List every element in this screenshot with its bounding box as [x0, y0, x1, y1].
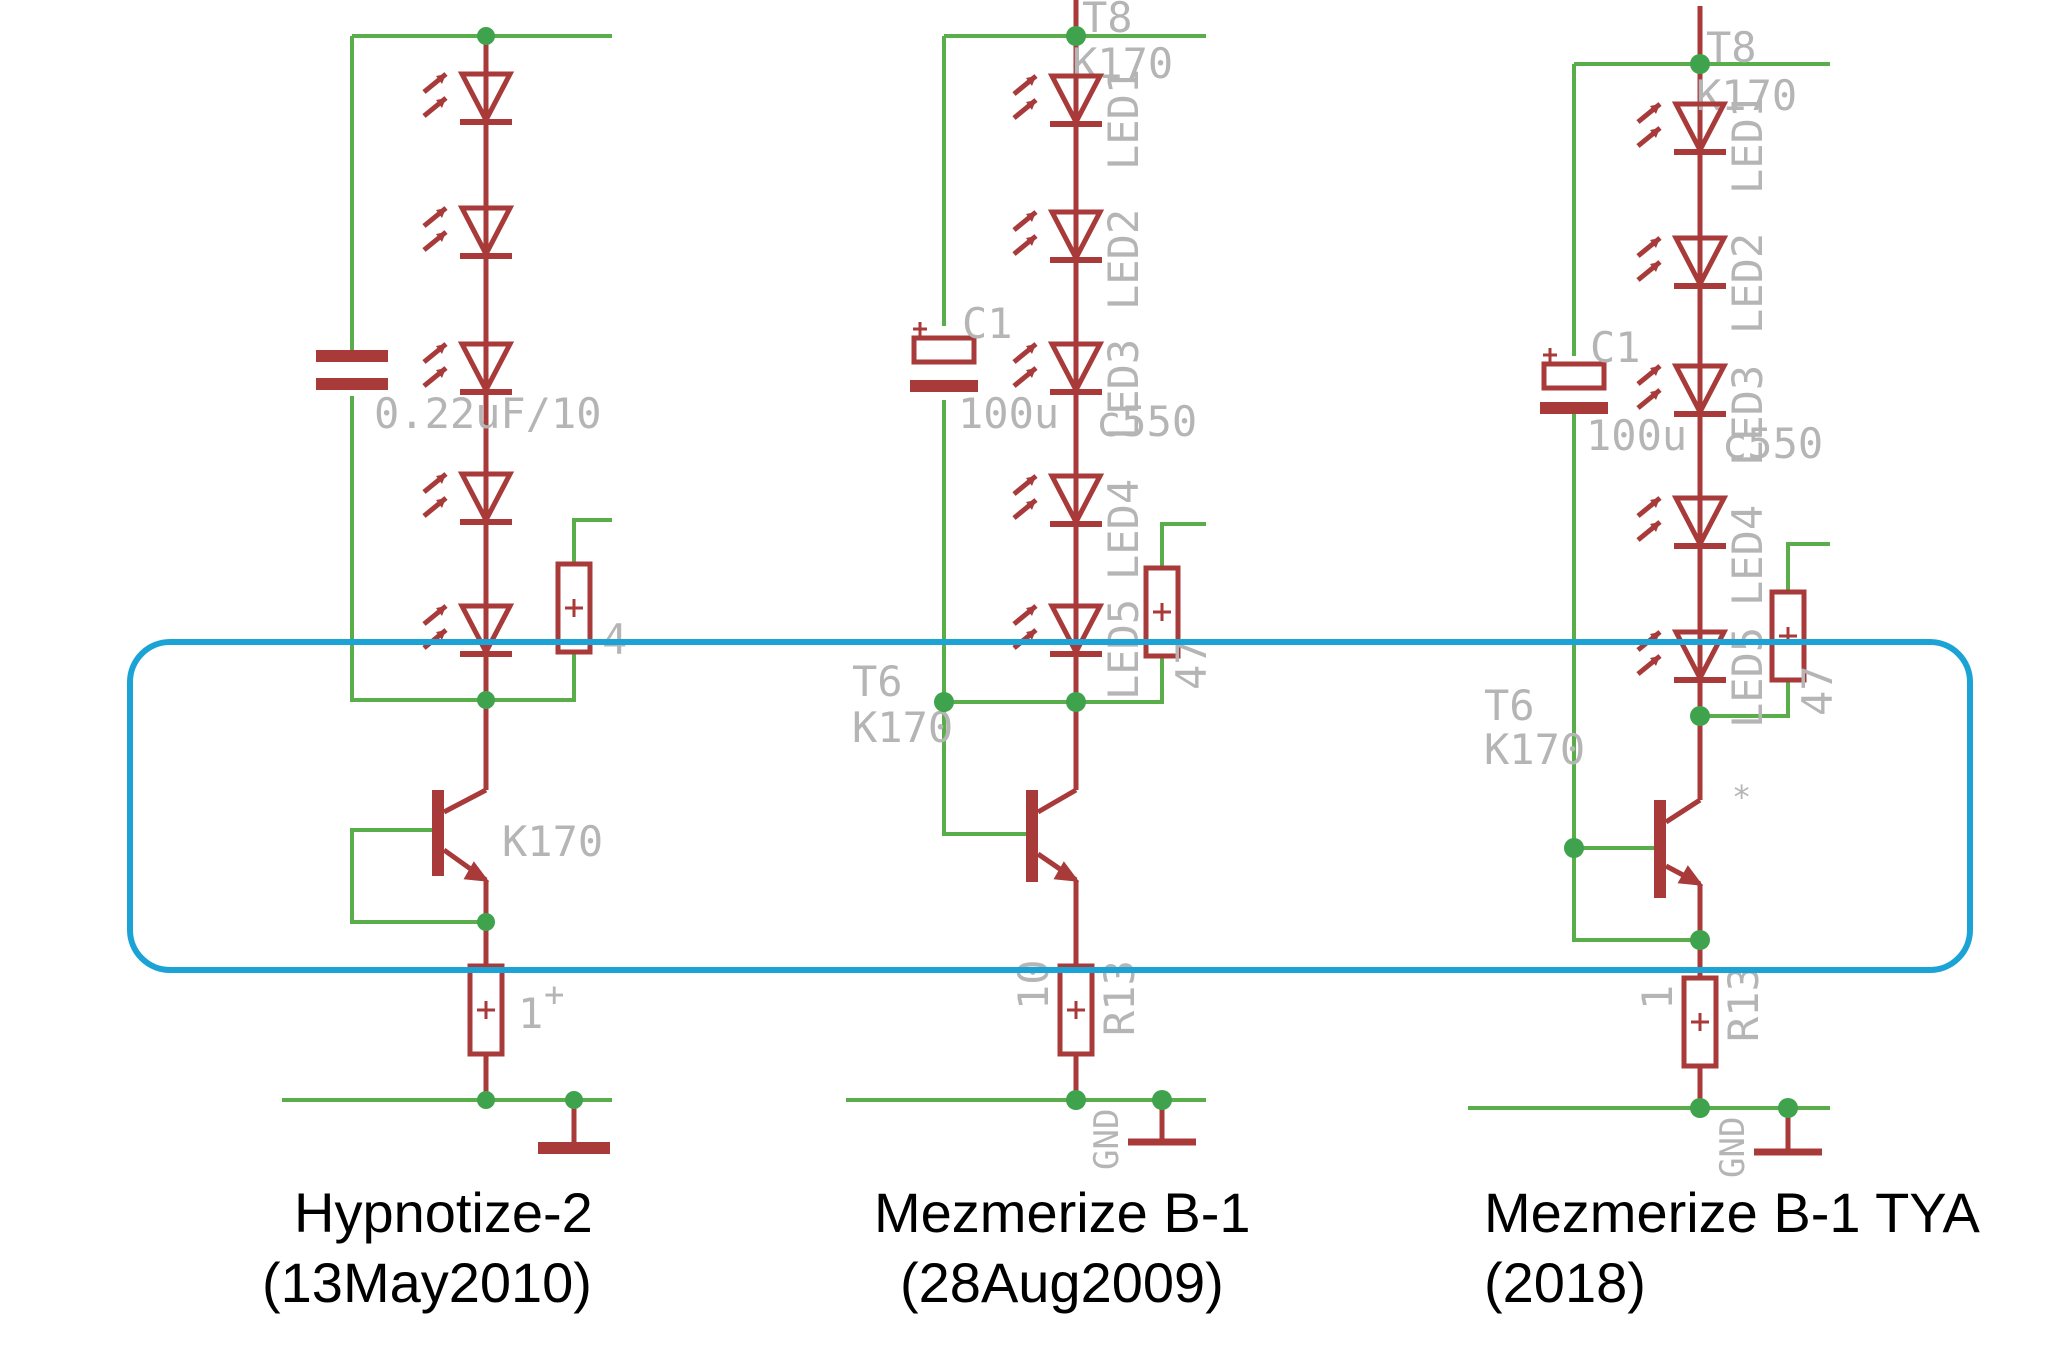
led-label-1: LED1: [1099, 69, 1148, 170]
led-2: [1638, 238, 1726, 286]
source-resistor: [1684, 978, 1716, 1066]
node-label-b: K170: [852, 703, 953, 752]
schematic-hypnotize-2: 0.22uF/10 4 K170 1 +: [282, 27, 627, 1154]
led-2: [1014, 212, 1102, 260]
schematic-mezmerize-b-1-tya: C1 100u T8 K170 LED1 LED2 LED3 LED4 LED5…: [1468, 6, 1842, 1178]
capacitor: [316, 350, 388, 390]
ground-label: GND: [1713, 1117, 1753, 1178]
node: [477, 691, 495, 709]
led-label-2: LED2: [1723, 233, 1772, 334]
node: [477, 1091, 495, 1109]
node: [1690, 1098, 1710, 1118]
node: [477, 27, 495, 45]
led-label-5: LED5: [1099, 599, 1148, 700]
node: [934, 692, 954, 712]
led-1: [424, 74, 512, 122]
highlight-box: [127, 639, 1973, 973]
transistor-label: K170: [502, 817, 603, 866]
led-4: [1638, 498, 1726, 546]
sense-resistor-label: 47: [1793, 665, 1842, 716]
capacitor-label: 0.22uF/10: [374, 389, 602, 438]
node: [1152, 1090, 1172, 1110]
capacitor: [910, 322, 978, 392]
node-label-a: T6: [1484, 681, 1535, 730]
capacitor-name: C1: [962, 299, 1013, 348]
led-2: [424, 208, 512, 256]
jfet-transistor: [1026, 787, 1080, 883]
wire-sense: [1786, 542, 1830, 594]
node: [1690, 54, 1710, 74]
node: [1778, 1098, 1798, 1118]
capacitor-label: 100u: [958, 389, 1059, 438]
led-4: [1014, 476, 1102, 524]
node: [1690, 930, 1710, 950]
node: [1066, 1090, 1086, 1110]
led-3: [1014, 344, 1102, 392]
source-resistor-mark: +: [544, 975, 564, 1015]
led-label-1: LED1: [1723, 93, 1772, 194]
caption-date: (13May2010): [262, 1251, 592, 1314]
source-resistor: [470, 966, 502, 1054]
jfet-transistor: [432, 787, 490, 883]
node-label-b: K170: [1484, 725, 1585, 774]
led-4: [424, 474, 512, 522]
caption-title: Hypnotize-2: [294, 1181, 593, 1244]
asterisk-label: *: [1732, 778, 1751, 816]
top-label-a: T8: [1706, 23, 1757, 72]
node: [1690, 706, 1710, 726]
wire-base: [942, 702, 1030, 836]
node: [1066, 26, 1086, 46]
led-label-3: LED3: [1099, 339, 1148, 440]
jfet-transistor: [1654, 797, 1704, 898]
led-label-2: LED2: [1099, 209, 1148, 310]
led-label-4: LED4: [1099, 479, 1148, 580]
node: [1066, 692, 1086, 712]
top-label-a: T8: [1082, 0, 1133, 42]
top-label-b: K170: [1696, 71, 1797, 120]
source-resistor-label: 1: [518, 989, 543, 1038]
wire-cap-left-lower: [942, 400, 1164, 704]
node-label-a: T6: [852, 657, 903, 706]
led-3: [424, 344, 512, 392]
caption-title: Mezmerize B-1 TYA: [1484, 1181, 1980, 1244]
schematic-mezmerize-b-1: C1 100u T8 K170 LED1 LED2 LED3 LED4 LED5…: [846, 0, 1216, 1170]
sense-resistor-label: 47: [1167, 639, 1216, 690]
led-label-3: LED3: [1723, 365, 1772, 466]
wire-cap-left-lower: [350, 396, 576, 702]
wire-sense: [572, 518, 612, 564]
source-resistor-name: R13: [1719, 966, 1768, 1042]
caption-title: Mezmerize B-1: [874, 1181, 1251, 1244]
capacitor: [1540, 348, 1608, 414]
node: [477, 913, 495, 931]
led-5: [424, 606, 512, 654]
led-3: [1638, 366, 1726, 414]
caption-date: (28Aug2009): [900, 1251, 1224, 1314]
sense-resistor: [558, 564, 590, 652]
wire-base-loop: [350, 828, 486, 924]
source-resistor: [1060, 966, 1092, 1054]
net-label: c550: [1722, 419, 1823, 468]
top-label-b: K170: [1072, 39, 1173, 88]
wire-sense: [1160, 522, 1206, 570]
source-resistor-value: 1: [1633, 985, 1682, 1010]
wire-sense-low: [1700, 678, 1790, 718]
node: [565, 1091, 583, 1109]
caption-date: (2018): [1484, 1251, 1646, 1314]
led-label-4: LED4: [1723, 505, 1772, 606]
net-label: c550: [1096, 397, 1197, 446]
led-5: [1014, 606, 1102, 654]
ground-label: GND: [1087, 1109, 1127, 1170]
capacitor-name: C1: [1590, 323, 1641, 372]
capacitor-label: 100u: [1586, 411, 1687, 460]
node: [1564, 838, 1584, 858]
wire-cap-left-lower: [1572, 412, 1700, 942]
